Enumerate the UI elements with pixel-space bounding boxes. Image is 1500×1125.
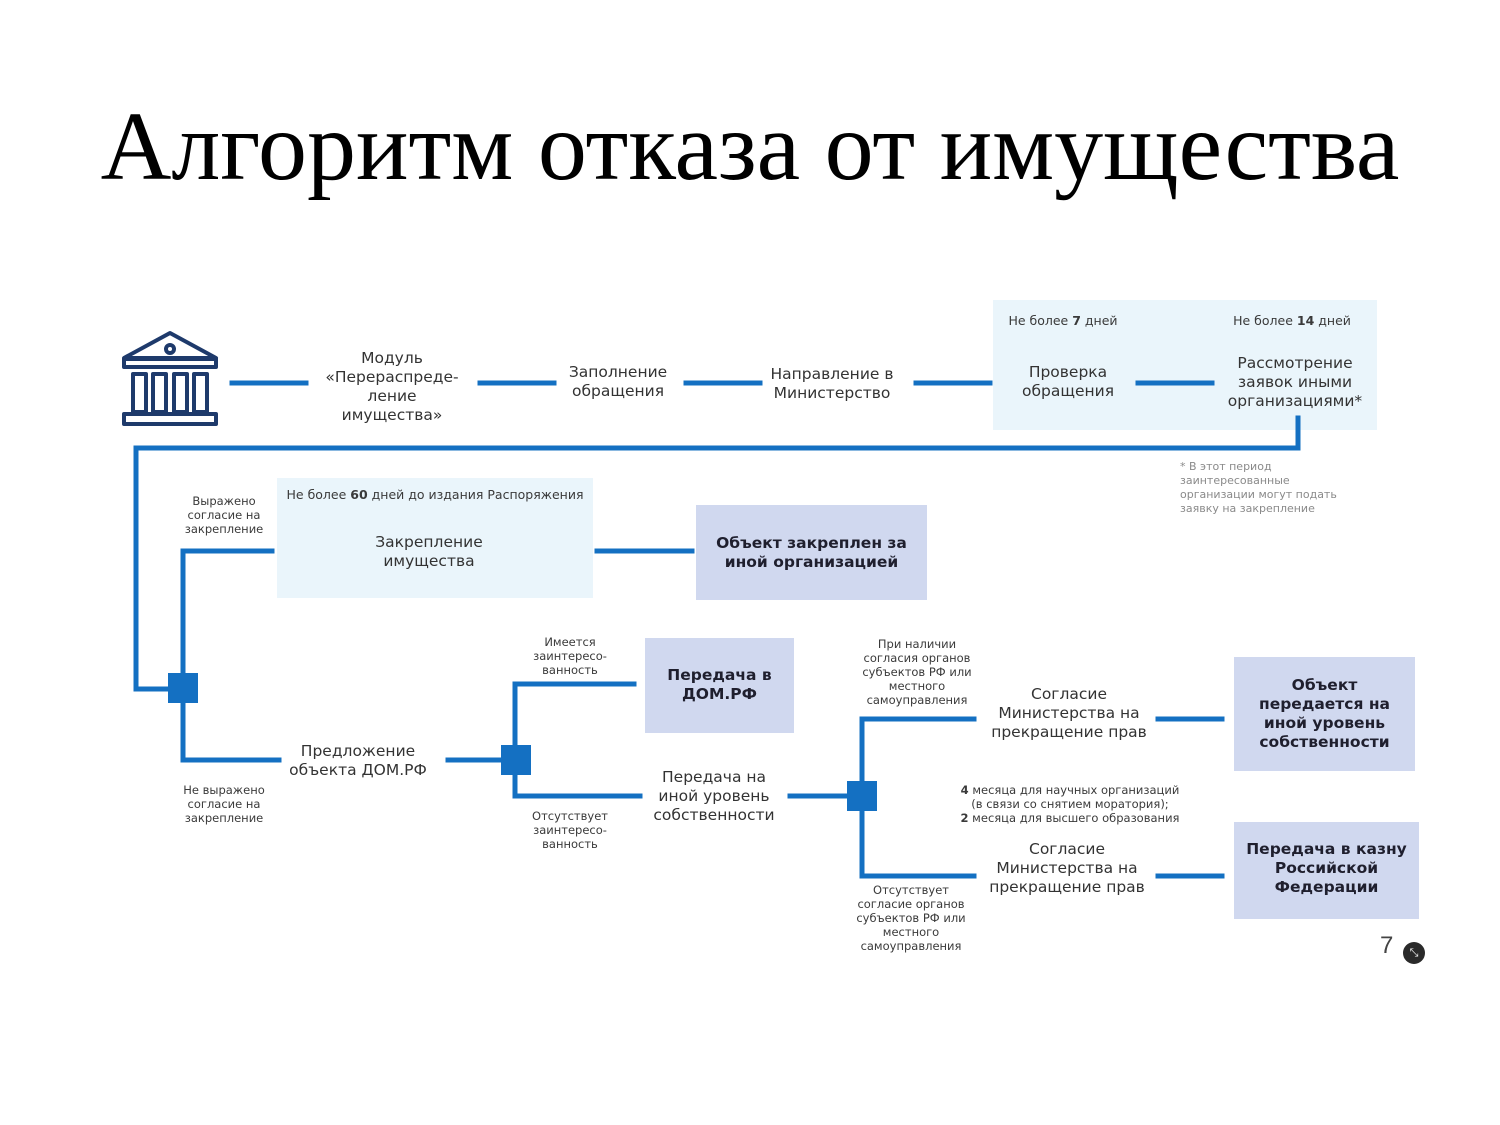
step-check: Проверка обращения	[1021, 363, 1115, 400]
label-consent-yes: При наличии согласия органов субъектов Р…	[862, 637, 972, 707]
timing-60-days: Не более 60 дней до издания Распоряжения	[286, 487, 584, 502]
timing-7-days: Не более 7 дней	[1008, 313, 1118, 328]
step-ministry-2: Согласие Министерства на прекращение пра…	[989, 840, 1145, 896]
step-offer: Предложение объекта ДОМ.РФ	[289, 742, 427, 779]
step-ministry-1: Согласие Министерства на прекращение пра…	[991, 685, 1147, 741]
label-agreed: Выражено согласие на закрепление	[184, 494, 264, 536]
result-box-treasury	[1234, 822, 1419, 919]
result-assigned: Объект закреплен за иной организацией	[716, 534, 907, 571]
page-number: 7	[1380, 932, 1394, 959]
step-assign: Закрепление имущества	[375, 533, 483, 570]
result-box-level	[1234, 657, 1415, 771]
label-not-agreed: Не выражено согласие на закрепление	[183, 783, 265, 825]
slide-title: Алгоритм отказа от имущества	[100, 93, 1400, 201]
result-level: Объект передается на иной уровень собств…	[1258, 676, 1390, 751]
months-note-2: (в связи со снятием моратория);	[971, 797, 1169, 811]
footnote: * В этот период заинтересованные организ…	[1180, 460, 1337, 515]
months-note-3: 2 месяца для высшего образования	[960, 811, 1180, 825]
step-review: Рассмотрение заявок иными организациями*	[1227, 354, 1363, 410]
step-sending: Направление в Министерство	[770, 365, 894, 402]
timing-box-top	[993, 300, 1377, 430]
bank-building-icon	[122, 331, 218, 426]
step-module: Модуль «Перераспреде- ление имущества»	[325, 349, 459, 424]
label-interest-no: Отсутствует заинтересо- ванность	[532, 809, 608, 851]
step-other-level: Передача на иной уровень собственности	[653, 768, 775, 824]
label-consent-no: Отсутствует согласие органов субъектов Р…	[856, 883, 966, 953]
step-filling: Заполнение обращения	[568, 363, 668, 400]
result-treasury: Передача в казну Российской Федерации	[1246, 840, 1407, 896]
expand-icon[interactable]: ⤡	[1403, 942, 1425, 964]
label-interest-yes: Имеется заинтересо- ванность	[533, 635, 607, 677]
result-box-domrf	[645, 638, 794, 733]
months-note-1: 4 месяца для научных организаций	[960, 783, 1180, 797]
timing-14-days: Не более 14 дней	[1233, 313, 1351, 328]
result-domrf: Передача в ДОМ.РФ	[667, 666, 772, 703]
result-box-assigned	[696, 505, 927, 600]
assign-box	[277, 478, 593, 598]
